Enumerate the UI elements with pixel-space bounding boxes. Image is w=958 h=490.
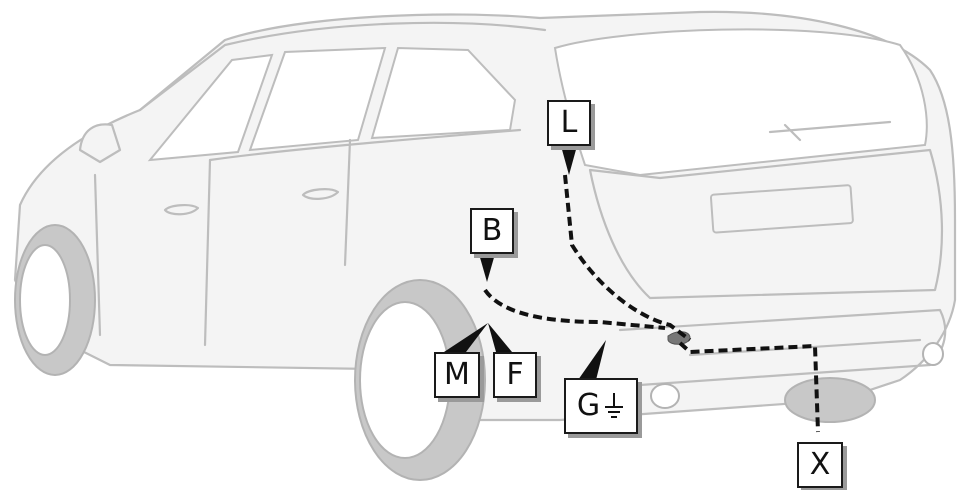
label-x: X	[797, 442, 843, 488]
pointer-g	[578, 340, 606, 380]
side-window-2	[248, 46, 387, 152]
label-b: B	[470, 208, 514, 254]
rear-right-tire	[784, 377, 876, 423]
label-g: G	[564, 378, 638, 434]
exhaust-left	[650, 383, 680, 409]
rear-wiper	[768, 120, 892, 142]
front-rim	[19, 244, 71, 356]
label-f-text: F	[506, 357, 524, 392]
side-window-3	[370, 46, 517, 140]
exhaust-right	[922, 342, 944, 366]
side-mirror	[78, 123, 122, 164]
label-b-text: B	[481, 213, 503, 248]
license-plate	[709, 184, 854, 234]
pointer-l	[561, 146, 577, 175]
harness-b	[483, 288, 666, 330]
door-handle-front	[163, 204, 200, 216]
pointer-b	[479, 254, 495, 282]
harness-x	[678, 341, 820, 433]
harness-l	[563, 174, 692, 342]
label-m: M	[434, 352, 480, 398]
door-line-front	[93, 158, 212, 347]
door-handle-rear	[301, 188, 340, 200]
label-x-text: X	[809, 447, 831, 482]
label-l-text: L	[560, 105, 578, 140]
label-l: L	[547, 100, 591, 146]
label-m-text: M	[444, 357, 470, 392]
side-window-1	[147, 53, 274, 162]
pointer-f	[488, 323, 512, 352]
door-line-rear	[208, 128, 522, 267]
roof-line	[138, 21, 547, 112]
ground-icon	[605, 393, 624, 418]
label-g-text: G	[576, 388, 601, 423]
label-f: F	[493, 352, 537, 398]
tailgate	[588, 148, 944, 300]
pointer-m	[444, 323, 488, 352]
